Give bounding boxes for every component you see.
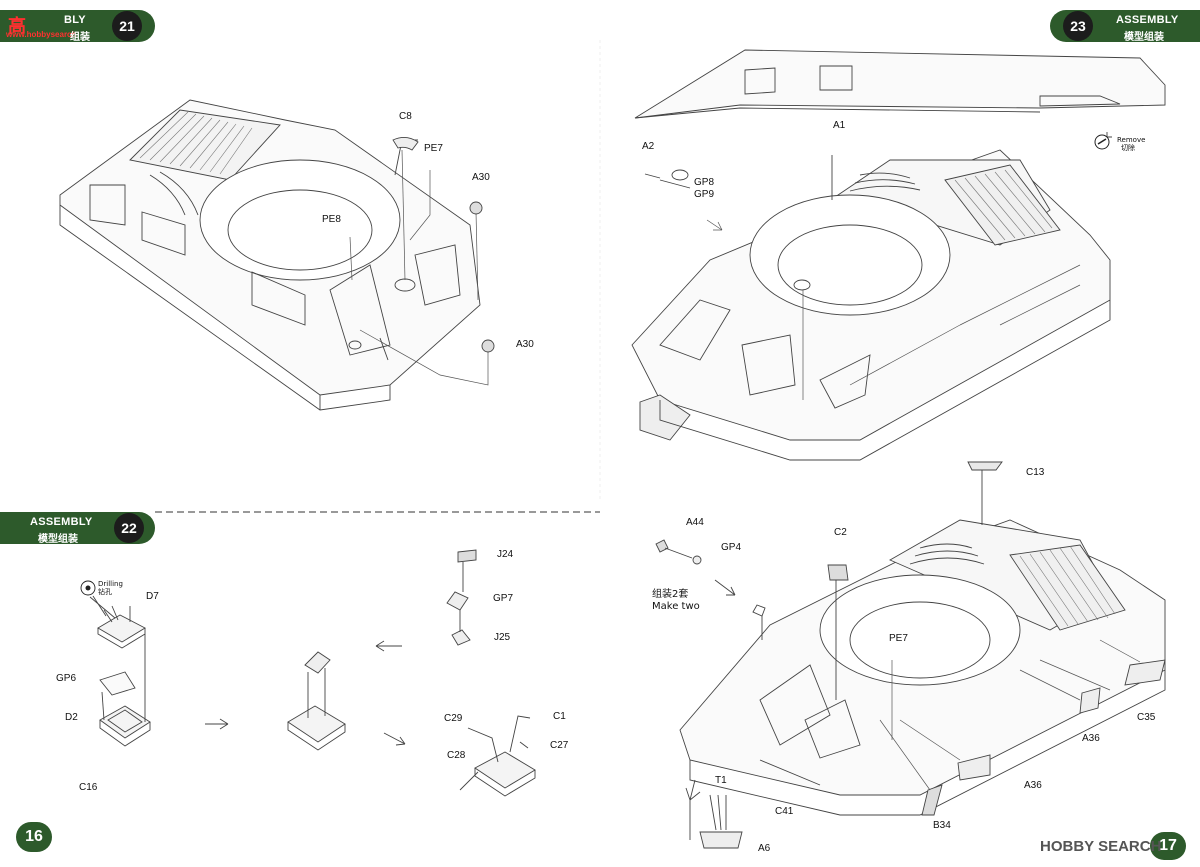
part-label-gp7: GP7 [493,593,514,604]
watermark-cn: 高 [8,16,27,36]
part-label-a44: A44 [686,517,704,528]
part-label-pe7-b: PE7 [889,633,908,644]
part-label-pe8: PE8 [322,214,341,225]
part-label-c1: C1 [553,711,566,722]
part-label-a36-lower: A36 [1024,780,1042,791]
drilling-label-en: Drilling [98,580,123,588]
part-label-gp6: GP6 [56,673,77,684]
part-label-a6: A6 [758,843,771,854]
drilling-label-cn: 钻孔 [98,588,112,596]
part-label-j24: J24 [497,549,514,560]
make-two-note: 组装2套 Make two [652,589,700,613]
part-label-d2: D2 [65,712,78,723]
part-c8-shape [392,137,419,151]
step23-top-drawings [631,49,1166,461]
part-label-c2: C2 [834,527,847,538]
step21-header-cn: 组装 [70,32,90,43]
drilling-note: Drilling 钻孔 [98,580,123,596]
hobbysearch-brand: HOBBY SEARCH [1040,838,1162,855]
step22-drawings [80,549,536,797]
remove-note: Remove 切除 [1117,136,1145,152]
part-label-pe7: PE7 [424,143,443,154]
part-label-gp4: GP4 [721,542,742,553]
page-number-right: 17 [1150,832,1186,860]
step22-header-label: ASSEMBLY [30,516,93,528]
part-label-d7: D7 [146,591,159,602]
step22-number-badge: 22 [114,513,144,543]
part-a30-shape [469,201,495,353]
part-label-b34: B34 [933,820,951,831]
part-label-gp9: GP9 [694,189,715,200]
part-label-c41: C41 [775,806,794,817]
part-label-c16: C16 [79,782,98,793]
hobbysearch-watermark: HOBBY SEARCH [1040,838,1161,855]
part-label-a2: A2 [642,141,655,152]
step23-bottom-drawings [655,461,1166,849]
remove-label-en: Remove [1117,136,1146,144]
part-label-j25: J25 [494,632,511,643]
step21-hull-drawing [59,99,481,411]
part-label-gp8: GP8 [694,177,715,188]
step21-number-badge: 21 [112,11,142,41]
make-two-cn: 组装2套 [652,589,689,600]
step23-header-cn: 模型组装 [1124,32,1164,43]
step23-header-label: ASSEMBLY [1116,14,1179,26]
make-two-en: Make two [652,601,700,612]
step23-number-badge: 23 [1063,11,1093,41]
watermark-url: www.hobbysearch [6,30,77,39]
step22-header-cn: 模型组装 [38,534,78,545]
part-label-c13: C13 [1026,467,1045,478]
part-label-c29: C29 [444,713,463,724]
page-number-left: 16 [16,822,52,852]
part-label-t1: T1 [715,775,727,786]
step21-header-label: BLY [64,14,86,26]
part-label-a30-upper: A30 [472,172,490,183]
part-label-c27: C27 [550,740,569,751]
part-label-a1: A1 [833,120,846,131]
part-label-a36-upper: A36 [1082,733,1100,744]
part-label-c35: C35 [1137,712,1156,723]
part-label-a30-lower: A30 [516,339,534,350]
part-label-c28: C28 [447,750,466,761]
remove-icon [1094,134,1110,150]
part-label-c8: C8 [399,111,412,122]
remove-label-cn: 切除 [1121,144,1135,152]
